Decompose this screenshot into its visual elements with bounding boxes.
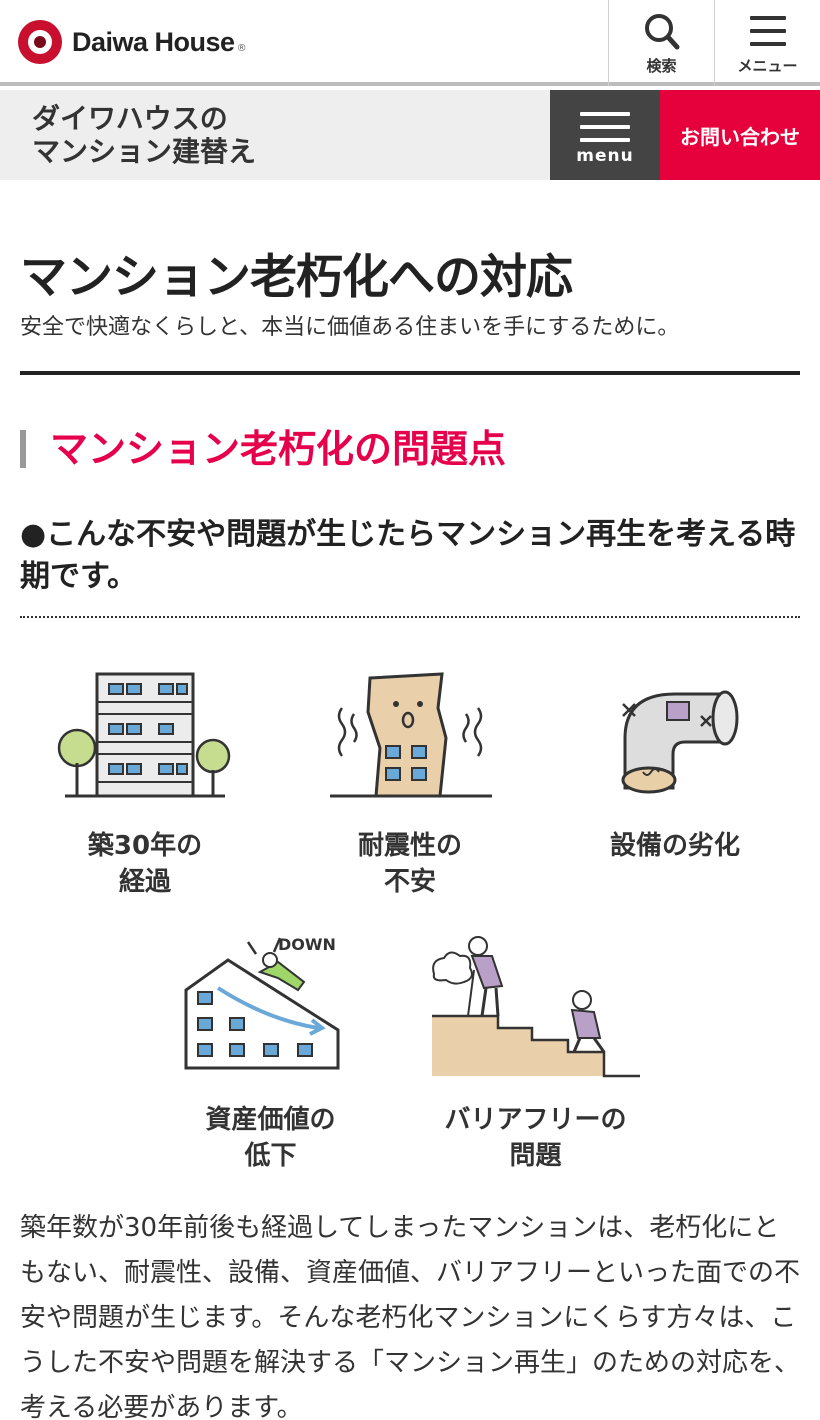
section-menu-label: menu [576, 146, 634, 166]
issue-item: 耐震性の 不安 [320, 668, 500, 908]
section-menu-button[interactable]: menu [550, 90, 660, 180]
issue-item: DOWN 資産価値の 低下 [178, 930, 363, 1180]
issue-caption: 耐震性の 不安 [357, 831, 462, 897]
issue-caption: 築30年の 経過 [87, 831, 203, 897]
lead-text: ●こんな不安や問題が生じたらマンション再生を考える時期です。 [20, 517, 796, 594]
sub-header: ダイワハウスの マンション建替え menu お問い合わせ [0, 90, 820, 180]
contact-button[interactable]: お問い合わせ [660, 90, 820, 180]
issue-item: 築30年の 経過 [55, 668, 235, 908]
hamburger-icon [580, 112, 630, 142]
daiwa-logo-mark-icon [18, 20, 62, 64]
value-down-icon: DOWN [184, 935, 340, 1070]
site-section-title[interactable]: ダイワハウスの マンション建替え [32, 102, 256, 168]
down-label: DOWN [278, 935, 336, 954]
title-divider [20, 371, 800, 375]
global-menu-button[interactable]: メニュー [714, 0, 820, 86]
hamburger-icon [749, 16, 786, 46]
section-heading: マンション老朽化の問題点 [20, 430, 506, 468]
page-subtitle: 安全で快適なくらしと、本当に価値ある住まいを手にするために。 [20, 315, 680, 340]
daiwa-house-logo[interactable]: Daiwa House ® [18, 20, 247, 64]
issue-caption: バリアフリーの 問題 [444, 1105, 627, 1171]
issue-caption: 資産価値の 低下 [205, 1105, 336, 1171]
search-icon [644, 14, 679, 50]
brand-name: Daiwa House [72, 26, 235, 57]
stairs-elderly-icon [432, 936, 640, 1078]
body-paragraph: 築年数が30年前後も経過してしまったマンションは、老朽化にともない、耐震性、設備… [20, 1213, 801, 1420]
issue-caption: 設備の劣化 [609, 831, 740, 861]
top-header: Daiwa House ® 検索 メニュー [0, 0, 820, 86]
menu-label: メニュー [737, 57, 798, 75]
old-building-icon [57, 672, 231, 798]
search-label: 検索 [646, 57, 677, 75]
issue-item: 設備の劣化 [585, 668, 765, 908]
page-title: マンション老朽化への対応 [20, 250, 573, 305]
dotted-divider [20, 616, 800, 618]
site-section-title-line1: ダイワハウスの [32, 102, 228, 135]
rusty-pipe-icon [621, 690, 739, 794]
site-section-title-line2: マンション建替え [32, 135, 257, 168]
issue-item: バリアフリーの 問題 [428, 930, 643, 1180]
search-button[interactable]: 検索 [608, 0, 714, 86]
registered-mark: ® [236, 42, 247, 54]
shaking-building-icon [330, 672, 492, 798]
